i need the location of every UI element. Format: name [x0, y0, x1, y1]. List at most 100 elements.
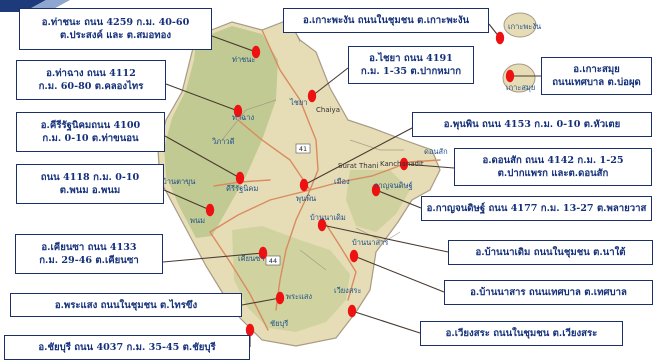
- leader-line-phunphin: [303, 127, 413, 186]
- label-don-sak-line-1: อ.ดอนสัก ถนน 4142 ก.ม. 1-25: [482, 155, 624, 166]
- leader-line-don-sak: [403, 163, 455, 169]
- road-shield-41-label: 41: [299, 145, 307, 153]
- place-chaiya: ไชยา: [290, 98, 308, 107]
- marker-tha-chana: [251, 45, 261, 59]
- marker-phrasaeng: [275, 291, 285, 305]
- label-ko-phangan: อ.เกาะพะงัน ถนนในชุมชน ต.เกาะพะงัน: [283, 8, 489, 33]
- place-phanom: พนม: [190, 216, 206, 225]
- leader-line-khian-sa: [162, 252, 264, 263]
- leader-line-phanom: [163, 189, 211, 211]
- place-khiri-rat: คีรีรัฐนิคม: [226, 184, 259, 193]
- leader-lines: [162, 23, 541, 347]
- leader-line-khiri-rat: [164, 135, 241, 179]
- label-wiang-sa: อ.เวียงสระ ถนนในชุมชน ต.เวียงสระ: [420, 321, 623, 346]
- label-phunphin: อ.พุนพิน ถนน 4153 ก.ม. 0-10 ต.หัวเตย: [412, 112, 652, 137]
- label-tha-chang: อ.ท่าฉาง ถนน 4112 ก.ม. 60-80 ต.คลองไทร: [16, 60, 166, 100]
- label-chaiburi: อ.ชัยบุรี ถนน 4037 ก.ม. 35-45 ต.ชัยบุรี: [4, 335, 250, 360]
- label-kanchanadit-line-1: อ.กาญจนดิษฐ์ ถนน 4177 ก.ม. 13-27 ต.พลายว…: [426, 203, 647, 214]
- label-tha-chana: อ.ท่าชนะ ถนน 4259 ก.ม. 40-60 ต.ประสงค์ แ…: [19, 8, 212, 50]
- label-phanom-line-1: ถนน 4118 ก.ม. 0-10: [40, 172, 140, 183]
- road-shield-41: 41: [295, 143, 311, 154]
- marker-kanchanadit: [371, 183, 381, 197]
- place-chaiya-en: Chaiya: [316, 106, 340, 114]
- place-tha-chana: ท่าชนะ: [232, 55, 256, 64]
- marker-chaiya: [307, 89, 317, 103]
- place-kanchanadit-en: Kanchanadit: [380, 160, 424, 168]
- place-ban-ta-khun: บ้านตาขุน: [162, 177, 196, 186]
- marker-phanom: [205, 203, 215, 217]
- marker-ko-phangan: [495, 31, 505, 45]
- label-ko-samui-line-2: ถนนเทศบาล ต.บ่อผุด: [552, 77, 641, 88]
- place-wiang-sa: เวียงสระ: [334, 286, 362, 295]
- label-chaiya: อ.ไชยา ถนน 4191 ก.ม. 1-35 ต.ปากหมาก: [348, 46, 474, 84]
- marker-phunphin: [299, 178, 309, 192]
- label-chaiburi-line-1: อ.ชัยบุรี ถนน 4037 ก.ม. 35-45 ต.ชัยบุรี: [38, 342, 216, 353]
- label-khian-sa-line-1: อ.เคียนซา ถนน 4133: [41, 242, 137, 253]
- place-ban-na-doem: บ้านนาเดิม: [310, 213, 346, 222]
- road-network: [209, 29, 441, 331]
- marker-ko-samui: [505, 69, 515, 83]
- place-ko-samui: เกาะสมุย: [506, 83, 536, 92]
- label-khiri-rat-line-2: ก.ม. 0-10 ต.ท่าขนอน: [42, 133, 139, 144]
- place-phrasaeng: พระแสง: [286, 292, 313, 301]
- label-phunphin-line-1: อ.พุนพิน ถนน 4153 ก.ม. 0-10 ต.หัวเตย: [443, 119, 621, 130]
- label-don-sak-line-2: ต.ปากแพรก และต.ดอนสัก: [497, 168, 609, 179]
- marker-tha-chang: [233, 104, 243, 118]
- marker-ban-na-doem: [317, 218, 327, 232]
- label-don-sak: อ.ดอนสัก ถนน 4142 ก.ม. 1-25 ต.ปากแพรก แล…: [454, 148, 652, 186]
- leader-line-phrasaeng: [241, 297, 281, 306]
- marker-khian-sa: [258, 246, 268, 260]
- label-wiang-sa-line-1: อ.เวียงสระ ถนนในชุมชน ต.เวียงสระ: [445, 328, 598, 339]
- road-shield-44-label: 44: [269, 257, 277, 265]
- label-kanchanadit: อ.กาญจนดิษฐ์ ถนน 4177 ก.ม. 13-27 ต.พลายว…: [421, 196, 652, 221]
- ko-phangan-island: [503, 12, 537, 38]
- label-ko-phangan-line-1: อ.เกาะพะงัน ถนนในชุมชน ต.เกาะพะงัน: [302, 15, 470, 26]
- leader-line-kanchanadit: [375, 189, 422, 209]
- label-ko-samui-line-1: อ.เกาะสมุย: [573, 64, 620, 75]
- marker-don-sak: [399, 157, 409, 171]
- marker-ban-na-san: [349, 249, 359, 263]
- place-kanchanadit: กาญจนดิษฐ์: [374, 181, 413, 190]
- place-phunphin: พุนพิน: [296, 194, 317, 203]
- place-surat-thani: Surat Thani: [338, 162, 379, 170]
- label-phanom-line-2: ต.พนม อ.พนม: [59, 185, 121, 196]
- label-tha-chang-line-2: ก.ม. 60-80 ต.คลองไทร: [38, 81, 144, 92]
- label-khiri-rat: อ.คีรีรัฐนิคมถนน 4100 ก.ม. 0-10 ต.ท่าขนอ…: [16, 112, 165, 152]
- label-ban-na-doem-line-1: อ.บ้านนาเดิม ถนนในชุมชน ต.นาใต้: [475, 247, 626, 258]
- leader-line-tha-chana: [211, 35, 257, 53]
- label-phrasaeng: อ.พระแสง ถนนในชุมชน ต.ไทรขึง: [10, 293, 242, 317]
- place-mueang: เมือง: [334, 177, 350, 186]
- leader-line-tha-chang: [165, 83, 239, 112]
- leader-line-wiang-sa: [351, 310, 421, 334]
- place-tha-chang: ท่าฉาง: [232, 113, 255, 122]
- label-ban-na-san: อ.บ้านนาสาร ถนนเทศบาล ต.เทศบาล: [444, 280, 653, 305]
- label-tha-chana-line-2: ต.ประสงค์ และ ต.สมอทอง: [59, 30, 172, 41]
- label-phanom: ถนน 4118 ก.ม. 0-10 ต.พนม อ.พนม: [16, 164, 164, 204]
- leader-line-chaiya: [311, 67, 349, 97]
- label-khiri-rat-line-1: อ.คีรีรัฐนิคมถนน 4100: [40, 120, 141, 131]
- leader-line-ban-na-doem: [321, 224, 449, 253]
- place-chaiburi: ชัยบุรี: [270, 319, 289, 328]
- place-khian-sa: เคียนซา: [238, 254, 265, 263]
- label-tha-chang-line-1: อ.ท่าฉาง ถนน 4112: [46, 68, 136, 79]
- leader-line-ban-na-san: [353, 255, 445, 293]
- forest-west: [164, 26, 278, 238]
- label-ban-na-san-line-1: อ.บ้านนาสาร ถนนเทศบาล ต.เทศบาล: [470, 287, 627, 298]
- forest-east: [346, 170, 410, 232]
- place-ko-phangan: เกาะพะงัน: [508, 22, 542, 31]
- label-khian-sa-line-2: ก.ม. 29-46 ต.เคียนซา: [39, 255, 139, 266]
- label-tha-chana-line-1: อ.ท่าชนะ ถนน 4259 ก.ม. 40-60: [41, 17, 190, 28]
- place-ban-na-san: บ้านนาสาร: [352, 238, 389, 247]
- label-chaiya-line-2: ก.ม. 1-35 ต.ปากหมาก: [360, 66, 462, 77]
- marker-chaiburi: [245, 323, 255, 337]
- road-shield-44: 44: [265, 255, 281, 266]
- label-ban-na-doem: อ.บ้านนาเดิม ถนนในชุมชน ต.นาใต้: [448, 240, 653, 265]
- marker-khiri-rat: [235, 171, 245, 185]
- corner-banner: [0, 0, 46, 12]
- label-chaiya-line-1: อ.ไชยา ถนน 4191: [369, 53, 453, 64]
- label-khian-sa: อ.เคียนซา ถนน 4133 ก.ม. 29-46 ต.เคียนซา: [15, 234, 163, 274]
- place-wiphawadi: วิภาวดี: [212, 137, 235, 146]
- label-phrasaeng-line-1: อ.พระแสง ถนนในชุมชน ต.ไทรขึง: [54, 299, 198, 311]
